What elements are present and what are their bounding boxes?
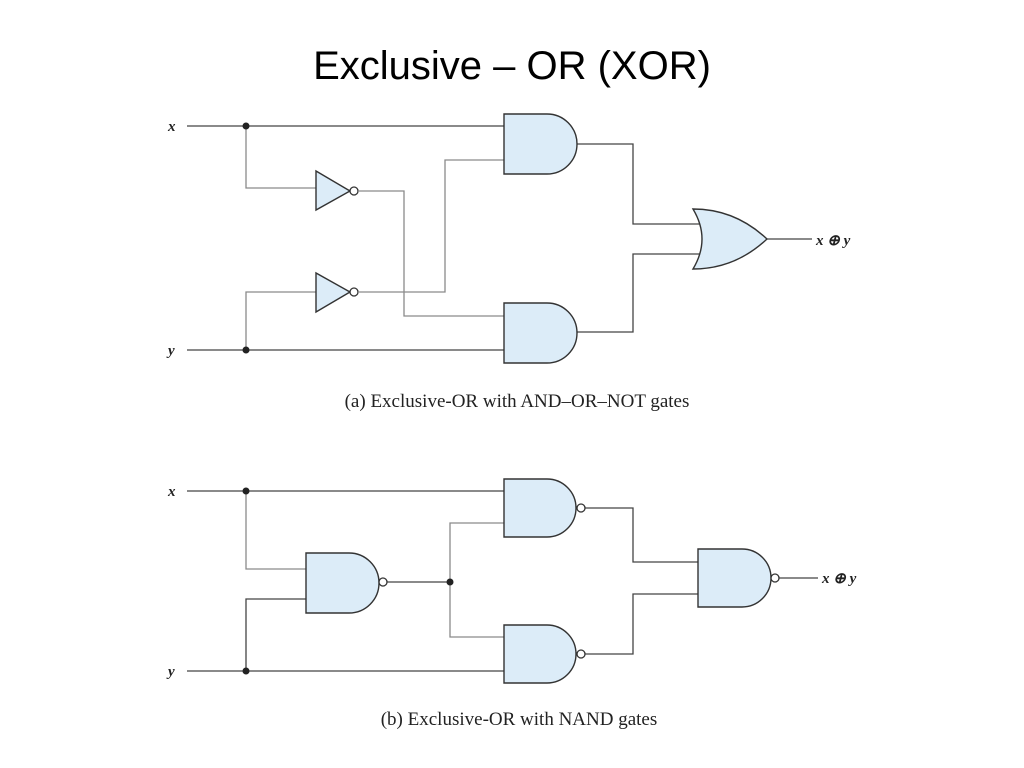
not-gate-2 <box>315 271 359 314</box>
diagram-b: x y <box>166 478 857 730</box>
wire-and1-to-or <box>577 143 701 225</box>
diagram-a-input-x-label: x <box>167 119 176 135</box>
diagram-a: x y <box>166 113 851 412</box>
wire-and2-to-or <box>577 253 701 333</box>
diagram-b-input-x-label: x <box>167 484 176 500</box>
wire-nand1-to-nand3 <box>449 582 504 638</box>
wire-y-to-nand1 <box>245 598 306 671</box>
wire-nand1-to-nand2 <box>449 522 504 582</box>
diagram-a-output-label: x ⊕ y <box>815 233 851 249</box>
nand-gate-4 <box>697 548 780 608</box>
junction-dot-x <box>242 487 250 495</box>
and-gate-1 <box>503 113 578 175</box>
wire-x-to-not1 <box>245 126 316 189</box>
slide-title: Exclusive – OR (XOR) <box>313 44 711 88</box>
nand-gate-3 <box>503 624 586 684</box>
wire-y-to-not2 <box>245 291 316 350</box>
diagram-a-caption: (a) Exclusive-OR with AND–OR–NOT gates <box>345 391 690 412</box>
wire-nand3-to-nand4 <box>585 593 698 655</box>
wire-notx-to-and2 <box>359 190 504 317</box>
nand-gate-1 <box>305 552 388 614</box>
diagram-a-wires <box>187 125 812 351</box>
wire-x-to-nand1 <box>245 491 306 570</box>
junction-dot-x <box>242 122 250 130</box>
nand-gate-2 <box>503 478 586 538</box>
diagram-b-input-y-label: y <box>166 664 175 680</box>
diagram-a-input-y-label: y <box>166 343 175 359</box>
wire-noty-to-and1 <box>359 159 504 293</box>
not-gate-1 <box>315 169 359 212</box>
junction-dot-y <box>242 346 250 354</box>
junction-dot-nand1 <box>446 578 454 586</box>
wire-nand2-to-nand4 <box>585 507 698 563</box>
diagram-b-caption: (b) Exclusive-OR with NAND gates <box>381 709 658 730</box>
junction-dot-y <box>242 667 250 675</box>
diagram-b-output-label: x ⊕ y <box>821 571 857 587</box>
diagram-b-wires <box>187 490 818 672</box>
or-gate <box>691 208 769 270</box>
and-gate-2 <box>503 302 578 364</box>
